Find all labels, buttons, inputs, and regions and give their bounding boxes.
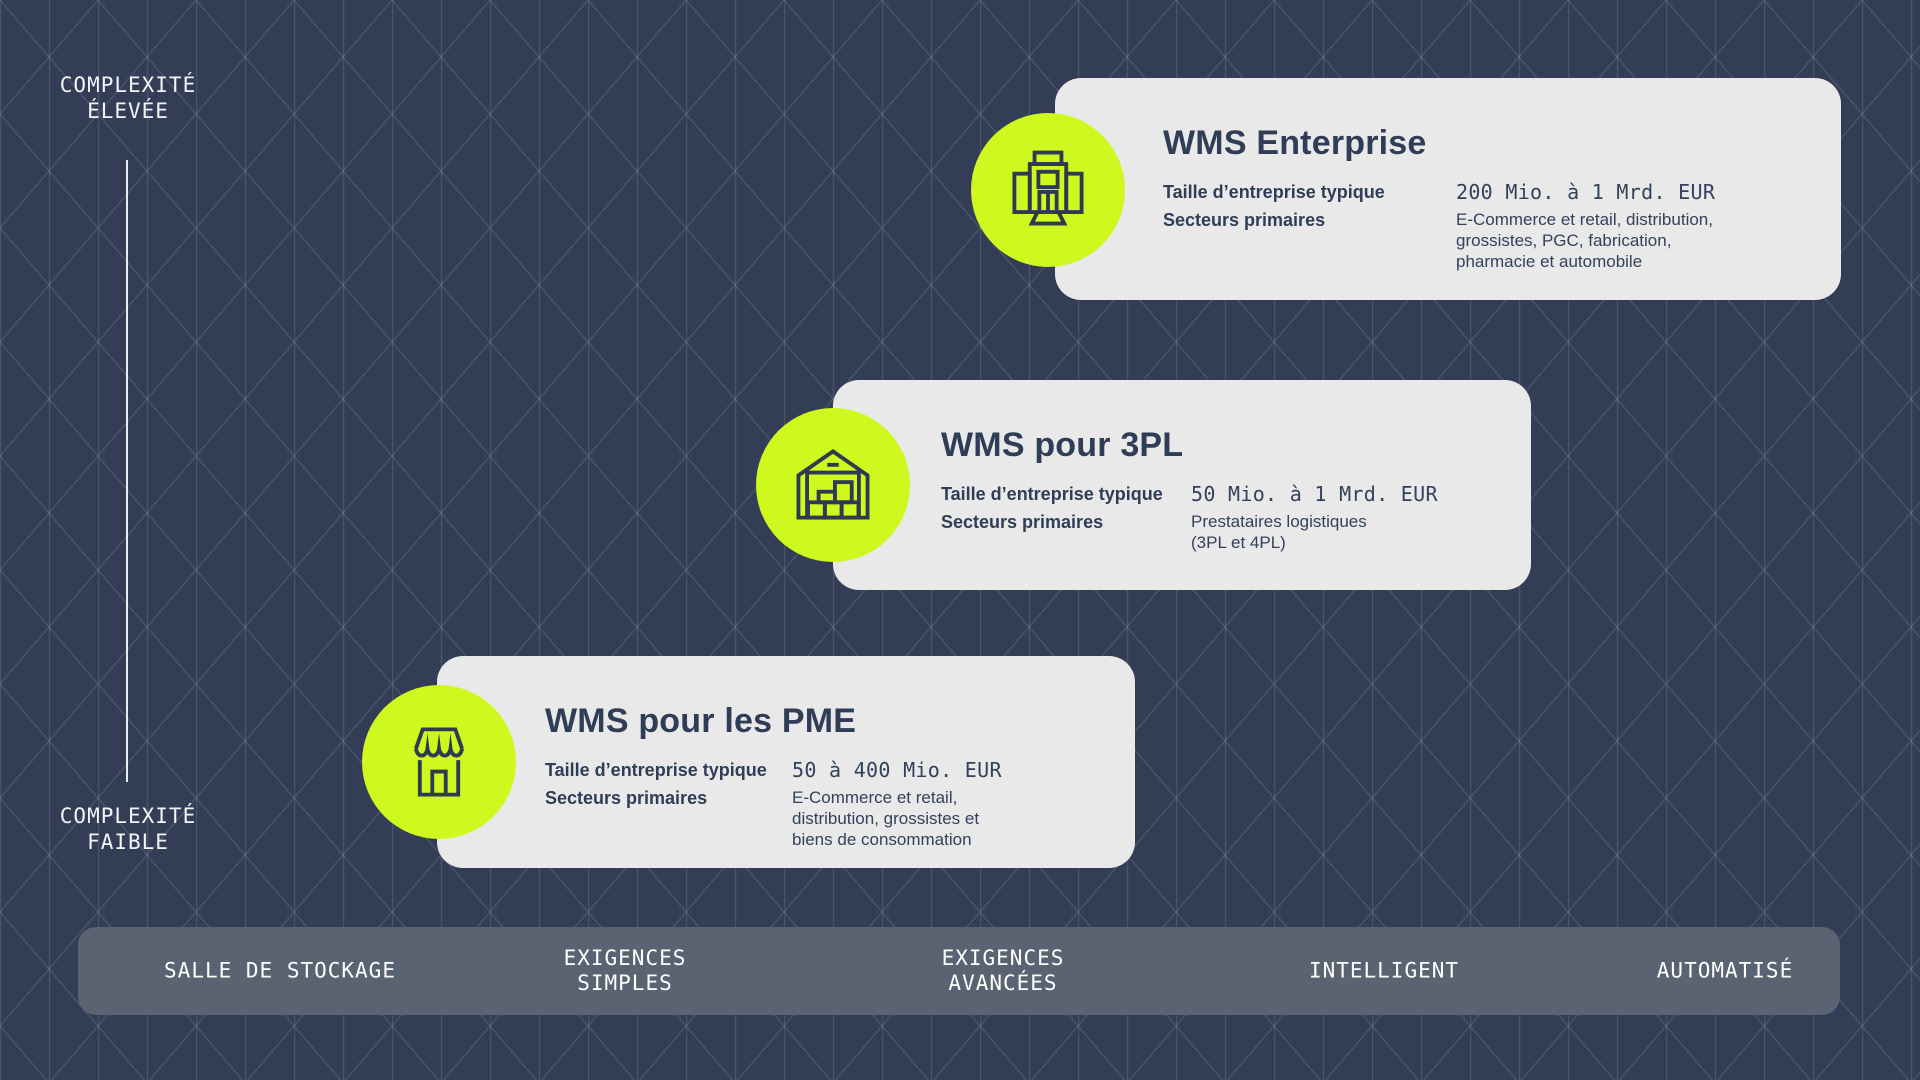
enterprise-building-icon — [1012, 150, 1084, 226]
card-title: WMS Enterprise — [1163, 124, 1427, 162]
company-size-label: Taille d’entreprise typique — [545, 760, 767, 780]
primary-sectors-value: Prestataires logistiques (3PL et 4PL) — [1191, 512, 1367, 552]
company-size-value: 50 à 400 Mio. EUR — [792, 758, 1002, 782]
scale-label-automated: AUTOMATISÉ — [1656, 958, 1794, 983]
primary-sectors-value: E-Commerce et retail, distribution, gros… — [1456, 210, 1713, 271]
company-size-value: 50 Mio. à 1 Mrd. EUR — [1191, 482, 1438, 506]
icon-badge-sme — [362, 685, 516, 839]
maturity-scale-bar: SALLE DE STOCKAGE EXIGENCES SIMPLES EXIG… — [78, 927, 1840, 1015]
scale-label-simple-requirements: EXIGENCES SIMPLES — [563, 946, 687, 995]
icon-badge-3pl — [756, 408, 910, 562]
complexity-axis-line — [126, 160, 128, 782]
scale-label-intelligent: INTELLIGENT — [1308, 958, 1460, 983]
company-size-label: Taille d’entreprise typique — [1163, 182, 1385, 202]
icon-badge-enterprise — [971, 113, 1125, 267]
warehouse-icon — [796, 449, 870, 520]
primary-sectors-label: Secteurs primaires — [545, 788, 708, 808]
primary-sectors-label: Secteurs primaires — [941, 512, 1104, 532]
company-size-label: Taille d’entreprise typique — [941, 484, 1163, 504]
company-size-value: 200 Mio. à 1 Mrd. EUR — [1456, 180, 1716, 204]
complexity-high-label: COMPLEXITÉ ÉLEVÉE — [59, 73, 197, 123]
card-wms-enterprise: WMS Enterprise Taille d’entreprise typiq… — [1055, 78, 1841, 300]
primary-sectors-value: E-Commerce et retail, distribution, gros… — [792, 788, 980, 849]
primary-sectors-label: Secteurs primaires — [1163, 210, 1326, 230]
card-wms-3pl: WMS pour 3PL Taille d’entreprise typique… — [833, 380, 1531, 590]
card-title: WMS pour 3PL — [941, 426, 1184, 464]
card-wms-sme: WMS pour les PME Taille d’entreprise typ… — [437, 656, 1135, 868]
card-title: WMS pour les PME — [545, 702, 857, 740]
complexity-low-label: COMPLEXITÉ FAIBLE — [59, 804, 197, 854]
storefront-icon — [414, 727, 464, 797]
scale-label-storage-room: SALLE DE STOCKAGE — [164, 958, 396, 983]
scale-label-advanced-requirements: EXIGENCES AVANCÉES — [941, 946, 1065, 995]
